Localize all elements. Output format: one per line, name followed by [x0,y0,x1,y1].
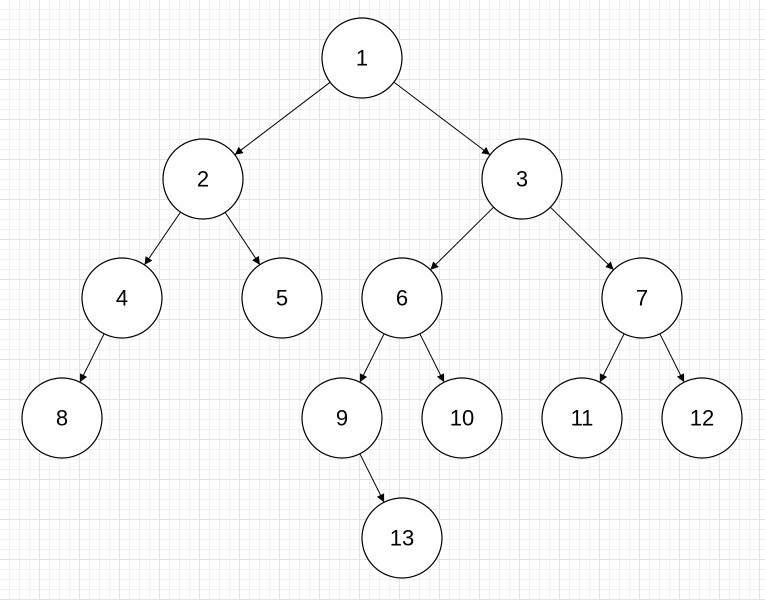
edge-3-7 [550,206,614,271]
node-label: 2 [197,167,209,192]
node-label: 10 [450,406,474,431]
tree-node-11: 11 [541,377,623,459]
node-circle [162,138,244,220]
node-label: 9 [336,406,348,431]
node-label: 3 [516,167,528,192]
edge-7-12 [659,333,685,383]
node-circle [541,377,623,459]
edge-1-3 [393,81,491,156]
edge-6-10 [419,333,445,383]
edges-layer [79,81,685,503]
node-label: 1 [356,46,368,71]
tree-node-10: 10 [421,377,503,459]
node-label: 12 [690,406,714,431]
tree-node-3: 3 [481,138,563,220]
node-circle [361,257,443,339]
node-label: 8 [56,406,68,431]
node-label: 11 [571,406,594,431]
node-circle [361,497,443,579]
node-label: 6 [396,286,408,311]
node-circle [421,377,503,459]
node-label: 4 [116,286,128,311]
node-label: 5 [276,286,288,311]
tree-node-12: 12 [661,377,743,459]
tree-node-7: 7 [601,257,683,339]
tree-node-13: 13 [361,497,443,579]
edge-9-13 [359,453,385,503]
edge-2-4 [144,211,181,266]
edge-4-8 [79,333,105,383]
edge-2-5 [224,212,261,265]
node-label: 7 [636,286,648,311]
edge-6-9 [359,333,385,383]
node-circle [21,377,103,459]
node-circle [481,138,563,220]
tree-node-6: 6 [361,257,443,339]
tree-node-8: 8 [21,377,103,459]
node-circle [321,17,403,99]
edge-7-11 [599,333,625,383]
edge-3-6 [430,206,494,271]
tree-node-2: 2 [162,138,244,220]
node-circle [661,377,743,459]
node-label: 13 [390,526,414,551]
tree-node-5: 5 [241,257,323,339]
node-circle [601,257,683,339]
edge-1-2 [234,81,331,156]
tree-node-1: 1 [321,17,403,99]
tree-node-9: 9 [301,377,383,459]
node-circle [241,257,323,339]
node-circle [301,377,383,459]
tree-node-4: 4 [81,257,163,339]
node-circle [81,257,163,339]
